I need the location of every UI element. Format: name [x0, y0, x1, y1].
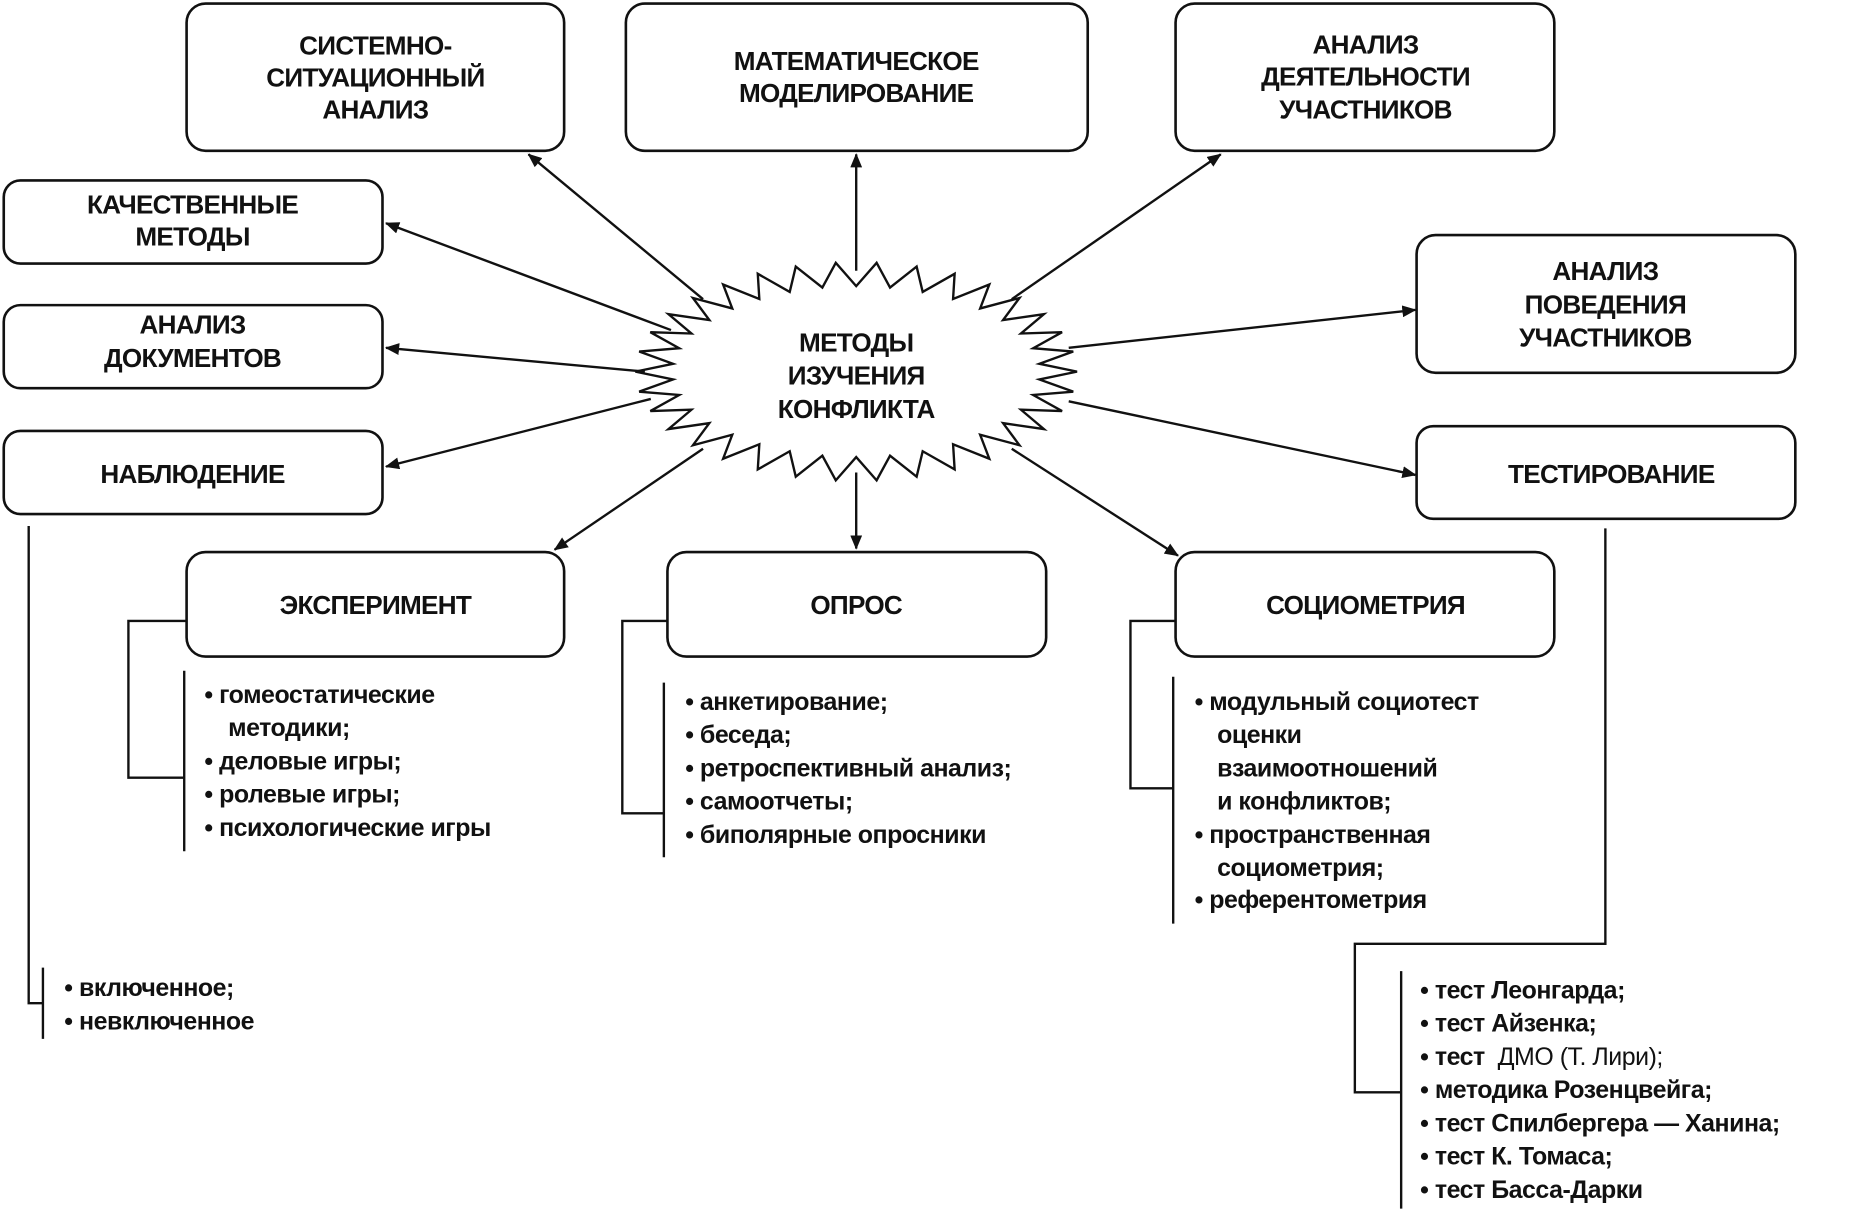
list-observation: • включенное; • невключенное: [64, 974, 255, 1035]
arrows: [384, 153, 1417, 557]
arrow-activity: [1011, 153, 1222, 301]
node-observation: НАБЛЮДЕНИЕ: [2, 429, 384, 516]
list-sociometry: • модульный социотест оценки взаимоотнош…: [1195, 688, 1480, 914]
connector-testing: [1353, 528, 1607, 1094]
center-label-line: ИЗУЧЕНИЯ: [788, 361, 925, 391]
node-label: ДЕЯТЕЛЬНОСТИ: [1261, 61, 1470, 91]
node-behavior: АНАЛИЗ ПОВЕДЕНИЯ УЧАСТНИКОВ: [1415, 233, 1797, 375]
node-label: СОЦИОМЕТРИЯ: [1266, 590, 1465, 620]
node-label: ЭКСПЕРИМЕНТ: [280, 590, 472, 620]
arrow-experiment: [553, 447, 704, 551]
list-item: • психологические игры: [204, 814, 490, 842]
connectors: [27, 525, 1607, 1209]
arrow-sociometry: [1011, 447, 1179, 557]
list-item: • ролевые игры;: [204, 781, 400, 809]
node-label: СИСТЕМНО-: [299, 31, 451, 61]
node-math: МАТЕМАТИЧЕСКОЕ МОДЕЛИРОВАНИЕ: [624, 2, 1090, 153]
node-label: УЧАСТНИКОВ: [1279, 95, 1452, 125]
node-label: АНАЛИЗ: [1552, 256, 1658, 286]
node-label: ДОКУМЕНТОВ: [104, 343, 281, 373]
list-item: • включенное;: [64, 974, 234, 1002]
list-item: • деловые игры;: [204, 747, 401, 775]
node-label: ОПРОС: [810, 590, 903, 620]
list-item: • тест К. Томаса;: [1420, 1143, 1612, 1171]
node-label: НАБЛЮДЕНИЕ: [100, 459, 285, 489]
list-experiment: • гомеостатические методики; • деловые и…: [204, 681, 491, 842]
list-item: • референтометрия: [1195, 886, 1427, 914]
node-label: УЧАСТНИКОВ: [1519, 323, 1692, 353]
list-item: • методика Розенцвейга;: [1420, 1076, 1712, 1104]
connector-survey: [621, 619, 668, 815]
node-label: ПОВЕДЕНИЯ: [1525, 289, 1686, 319]
connector-observation: [27, 525, 43, 1005]
list-item: • тест Леонгарда;: [1420, 976, 1625, 1004]
node-documents: АНАЛИЗ ДОКУМЕНТОВ: [2, 303, 384, 390]
list-item: • тест Спилбергера — Ханина;: [1420, 1109, 1780, 1137]
connector-sociometry: [1129, 619, 1176, 790]
list-testing: • тест Леонгарда; • тест Айзенка; • тест…: [1420, 976, 1780, 1203]
center-label: МЕТОДЫ ИЗУЧЕНИЯ КОНФЛИКТА: [778, 327, 936, 423]
list-item: • тест Айзенка;: [1420, 1010, 1596, 1038]
center-label-line: КОНФЛИКТА: [778, 394, 936, 424]
list-item-continuation: взаимоотношений: [1217, 754, 1437, 782]
list-item: • гомеостатические: [204, 681, 435, 709]
list-item-continuation: методики;: [228, 714, 350, 742]
list-item: • модульный социотест: [1195, 688, 1479, 716]
node-survey: ОПРОС: [666, 550, 1048, 658]
list-item: • ретроспективный анализ;: [685, 754, 1011, 782]
list-item: • биполярные опросники: [685, 821, 986, 849]
node-label: АНАЛИЗ: [139, 310, 245, 340]
node-label: СИТУАЦИОННЫЙ: [266, 63, 484, 93]
node-sociometry: СОЦИОМЕТРИЯ: [1174, 550, 1556, 658]
node-system: СИСТЕМНО- СИТУАЦИОННЫЙ АНАЛИЗ: [185, 2, 566, 153]
node-label: МАТЕМАТИЧЕСКОЕ: [734, 46, 979, 76]
node-testing: ТЕСТИРОВАНИЕ: [1415, 424, 1797, 521]
list-item: • самоотчеты;: [685, 788, 852, 816]
list-item: • пространственная: [1195, 821, 1431, 849]
arrow-system: [527, 153, 704, 301]
arrow-observation: [384, 397, 652, 470]
list-item: • невключенное: [64, 1007, 254, 1035]
arrow-documents: [384, 343, 645, 373]
connector-experiment: [127, 619, 187, 779]
list-survey: • анкетирование; • беседа; • ретроспекти…: [685, 688, 1012, 849]
node-label: АНАЛИЗ: [322, 95, 428, 125]
center-label-line: МЕТОДЫ: [799, 327, 913, 357]
list-item: • тест Басса-Дарки: [1420, 1176, 1642, 1204]
node-label: МОДЕЛИРОВАНИЕ: [739, 78, 974, 108]
list-item: • тест ДМО (Т. Лири);: [1420, 1043, 1663, 1071]
node-activity: АНАЛИЗ ДЕЯТЕЛЬНОСТИ УЧАСТНИКОВ: [1174, 2, 1556, 153]
list-item-continuation: и конфликтов;: [1217, 788, 1391, 816]
arrow-testing: [1068, 400, 1417, 478]
node-label: КАЧЕСТВЕННЫЕ: [87, 190, 298, 220]
list-item: • анкетирование;: [685, 688, 887, 716]
node-qualitative: КАЧЕСТВЕННЫЕ МЕТОДЫ: [2, 179, 384, 265]
arrow-behavior: [1068, 305, 1417, 350]
node-label: АНАЛИЗ: [1313, 29, 1419, 59]
list-item: • беседа;: [685, 721, 791, 749]
node-experiment: ЭКСПЕРИМЕНТ: [185, 550, 566, 658]
list-item-continuation: оценки: [1217, 721, 1301, 749]
node-label: ТЕСТИРОВАНИЕ: [1508, 459, 1715, 489]
arrow-qualitative: [384, 222, 672, 332]
node-label: МЕТОДЫ: [135, 222, 249, 252]
list-item-continuation: социометрия;: [1217, 854, 1383, 882]
